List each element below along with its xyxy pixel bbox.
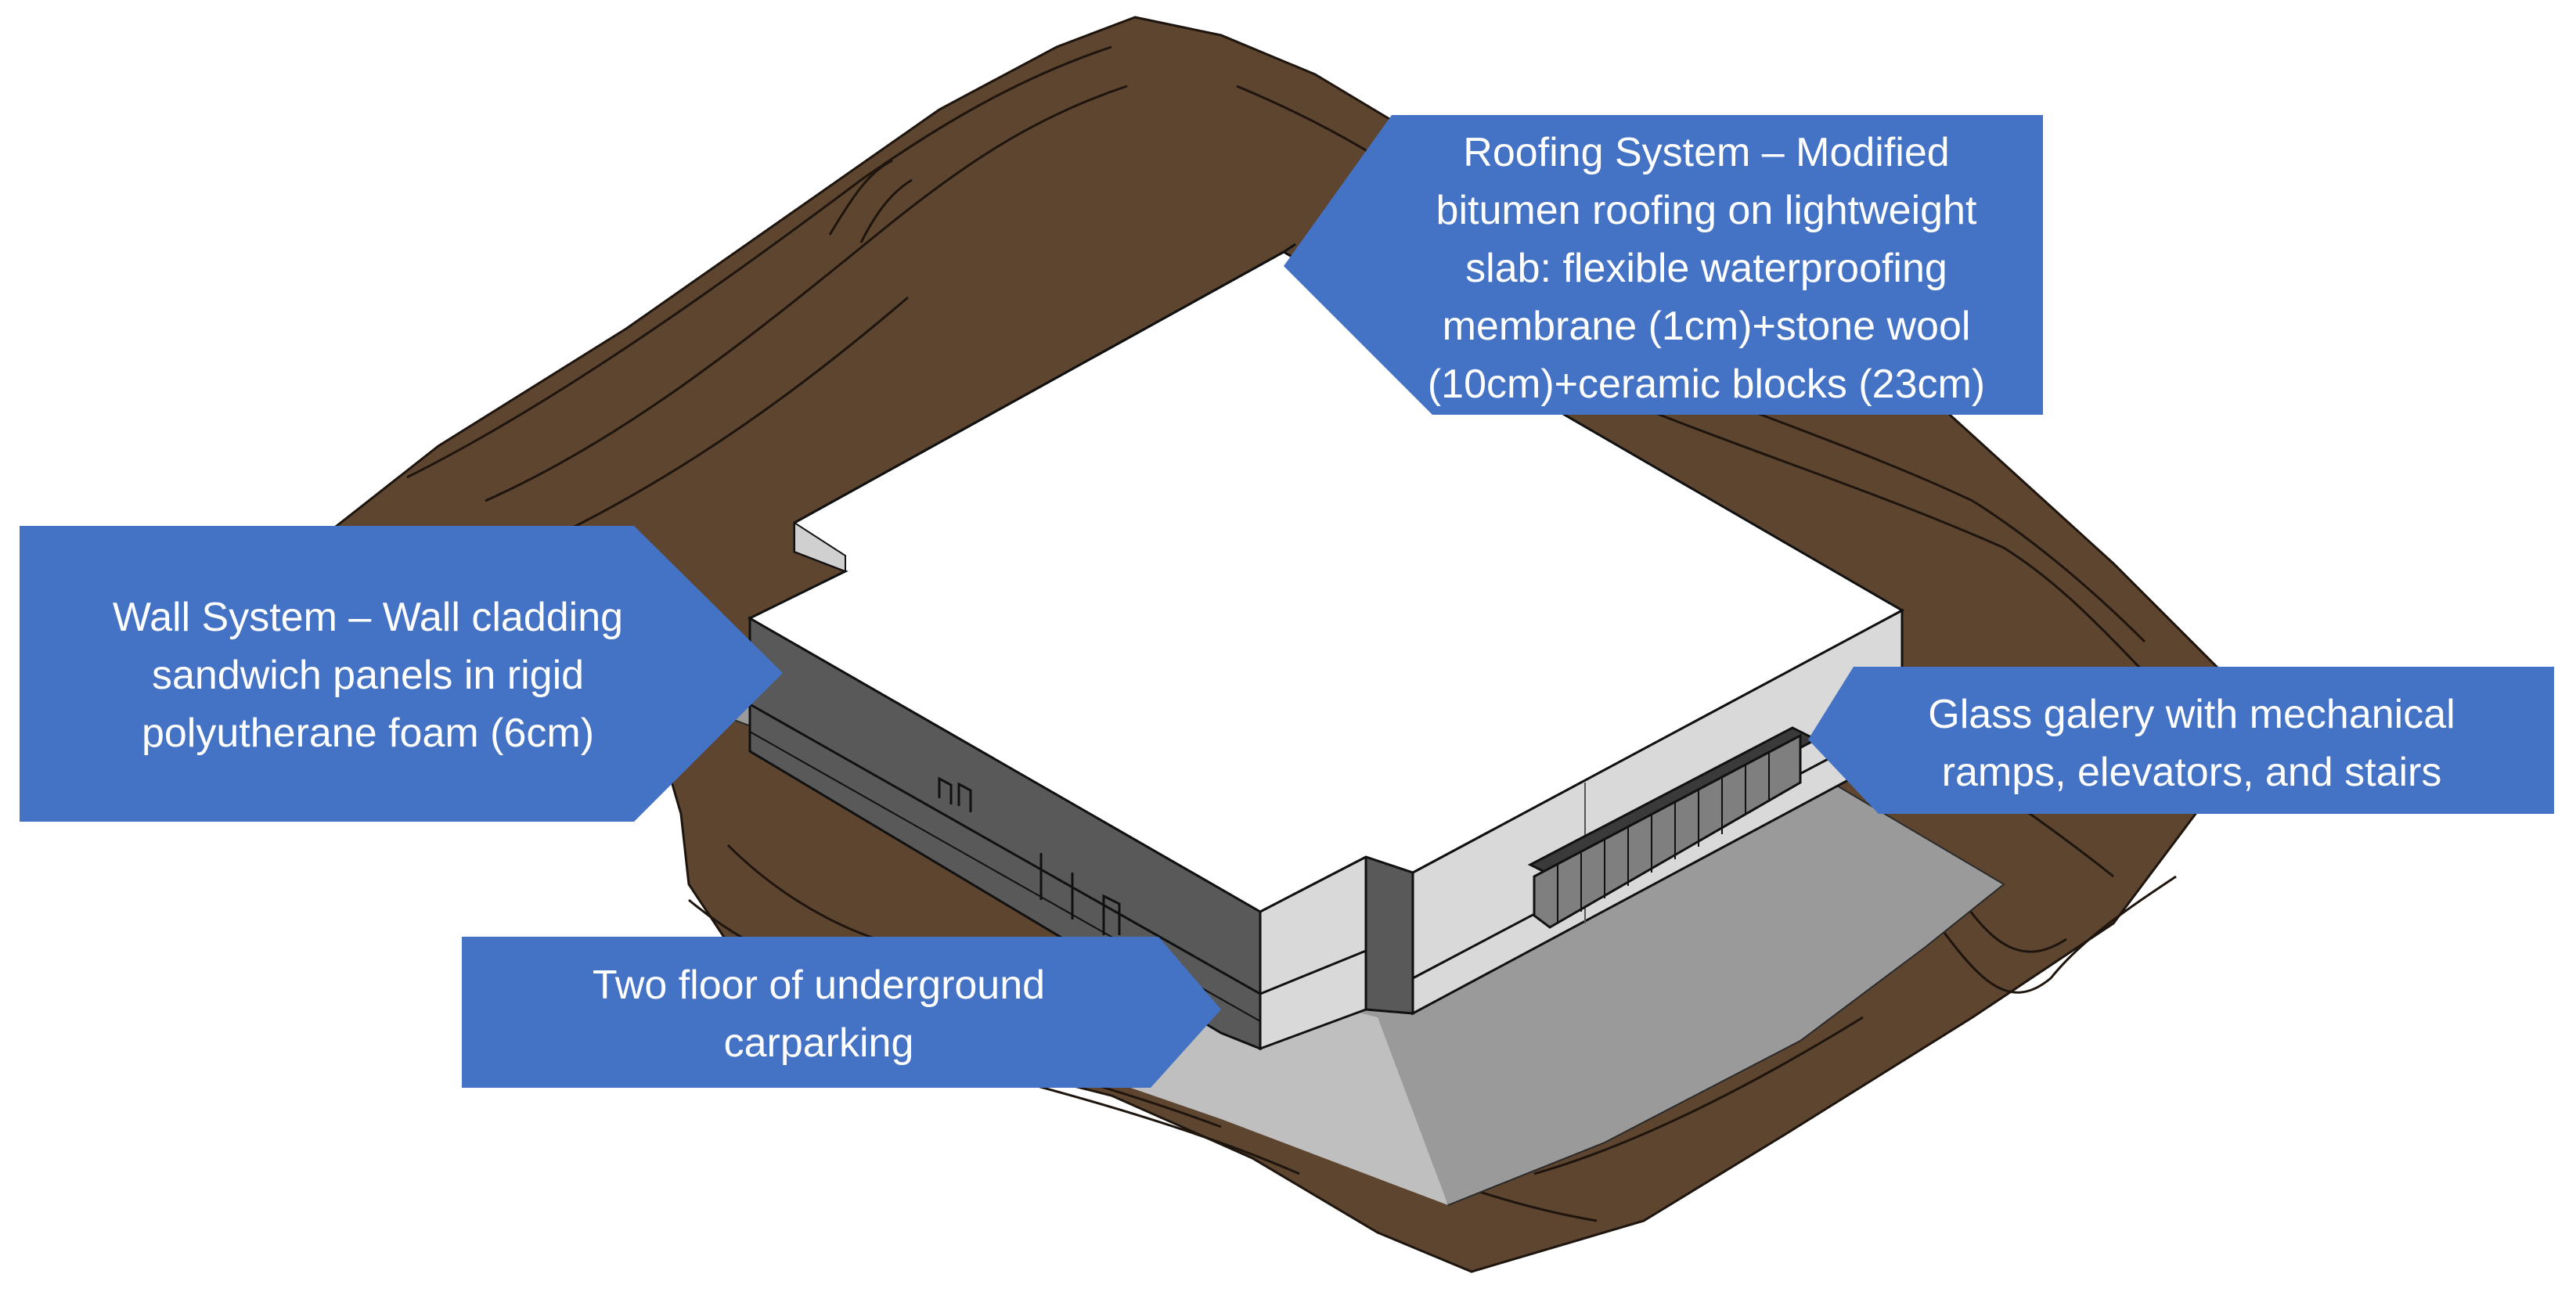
- callout-wall-text: Wall System – Wall cladding sandwich pan…: [112, 595, 624, 756]
- callout-glass-shape: [1808, 667, 2554, 814]
- callout-parking-text: Two floor of underground carparking: [592, 963, 1046, 1066]
- callout-roofing-text: Roofing System – Modified bitumen roofin…: [1427, 130, 1986, 407]
- callout-parking-shape: [462, 937, 1221, 1088]
- roof-parapet: [794, 243, 1296, 524]
- door-detail: [938, 776, 972, 812]
- callout-roofing-shape-main: [1284, 115, 2043, 415]
- building-notch-facade: [1364, 855, 1414, 1015]
- facade-band: [749, 703, 1261, 995]
- glass-gallery-mullions: [1557, 753, 1770, 923]
- door-detail: [1039, 853, 1121, 935]
- facade-band: [1259, 949, 1367, 995]
- callout-glass-text: Glass galery with mechanical ramps, elev…: [1928, 692, 2455, 795]
- callout-wall-shape: [20, 526, 783, 822]
- roof-step-wall: [794, 521, 846, 573]
